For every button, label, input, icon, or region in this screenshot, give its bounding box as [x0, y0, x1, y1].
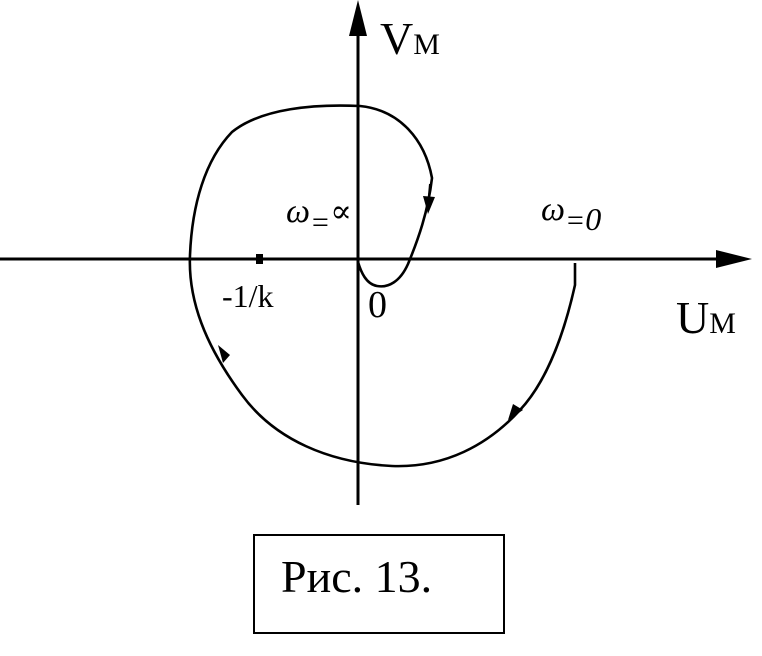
hodograph-curve — [188, 104, 577, 468]
vertical-axis-label-main: V — [380, 13, 413, 64]
horizontal-axis-label-main: U — [676, 292, 709, 343]
horizontal-axis-label-sub: M — [709, 307, 736, 340]
critical-point-marker — [256, 254, 263, 264]
origin-label: 0 — [368, 284, 387, 326]
horizontal-axis-arrowhead — [716, 250, 752, 268]
omega-infinity-symbol: ω — [286, 193, 310, 230]
curve-arrow-left — [218, 345, 230, 363]
horizontal-axis-label: UM — [676, 292, 736, 343]
omega-zero-equals: = — [565, 204, 585, 237]
omega-zero-label: ω=0 — [541, 191, 601, 237]
omega-zero-value: 0 — [585, 201, 601, 237]
figure-caption: Рис. 13. — [281, 551, 433, 602]
curve-arrow-tail — [427, 183, 431, 207]
omega-infinity-label: ω=∝ — [286, 193, 352, 239]
vertical-axis-arrowhead — [349, 0, 367, 36]
vertical-axis-label: VM — [380, 13, 440, 64]
critical-point-label: -1/k — [222, 278, 274, 314]
curve-arrow-lower-right — [508, 404, 523, 420]
omega-zero-symbol: ω — [541, 191, 565, 228]
omega-infinity-equals: = — [310, 206, 330, 239]
figure-caption-box: Рис. 13. — [253, 534, 505, 634]
vertical-axis-label-sub: M — [413, 28, 440, 61]
omega-infinity-value: ∝ — [330, 193, 352, 229]
